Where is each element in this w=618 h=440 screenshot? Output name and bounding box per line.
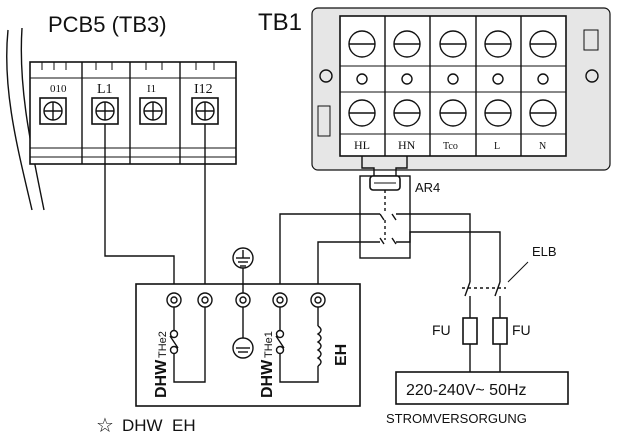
relay-ar4 (359, 175, 411, 259)
pcb-terminal-l1-label: L1 (97, 82, 113, 97)
pcb-screw-i1 (139, 97, 167, 125)
breaker-label: ELB (532, 244, 557, 259)
star-icon: ☆ (96, 415, 114, 437)
breaker-elb (462, 261, 529, 318)
ground-icon (232, 247, 254, 293)
internal-ground-icon (232, 307, 254, 359)
fuse-right-label: FU (512, 322, 531, 338)
power-supply-box (395, 371, 569, 405)
footer-title: DHW EH (122, 416, 196, 435)
label-the1-sub: THe1 (263, 331, 275, 358)
cable-curve-outer (6, 29, 33, 211)
cable-curve-inner (20, 27, 45, 211)
pcb-terminal-i1-label: I1 (147, 83, 156, 95)
pcb-screw-l1 (91, 97, 119, 125)
the2-thermostat-switch (169, 307, 206, 383)
tb1-title: TB1 (258, 9, 302, 36)
tb1-terminal-block (311, 7, 611, 171)
wire-relay-the1 (279, 213, 380, 292)
the1-thermostat-switch (275, 307, 319, 383)
power-voltage: 220-240V~ 50Hz (406, 382, 527, 399)
label-eh: EH (333, 344, 350, 366)
wire-l1-the2 (104, 124, 175, 292)
pcb-screw-010 (39, 97, 67, 125)
tb1-terminal-hl-label: HL (354, 138, 370, 152)
relay-label: AR4 (415, 180, 440, 195)
tb1-terminal-n-label: N (539, 141, 546, 152)
tb1-top-screws (348, 30, 557, 58)
pcb-terminal-i12-label: I12 (194, 82, 213, 97)
wire-relay-eh (317, 241, 380, 292)
wire-hl-relay (361, 156, 375, 176)
tb1-bottom-screws (348, 99, 557, 127)
pcb-terminal-010-label: 010 (50, 83, 67, 95)
fuse-right (492, 317, 508, 372)
pcb-screw-i12 (191, 97, 219, 125)
label-dhw-the1: DHW (259, 359, 276, 398)
tb1-terminal-hn-label: HN (398, 138, 416, 152)
tb1-terminal-l-label: L (494, 141, 500, 152)
wire-relay-fuse-left (396, 213, 471, 282)
label-the2-sub: THe2 (157, 331, 169, 358)
wire-relay-fuse-right (396, 231, 501, 282)
label-dhw-the2: DHW (153, 359, 170, 398)
tb1-terminal-tco-label: Tco (443, 141, 458, 152)
wire-hn-relay (395, 156, 408, 176)
fuse-left (462, 317, 478, 372)
fuse-left-label: FU (432, 322, 451, 338)
pcb-title: PCB5 (TB3) (48, 12, 167, 37)
power-caption: STROMVERSORGUNG (386, 411, 527, 426)
eh-heating-coil (316, 307, 322, 367)
